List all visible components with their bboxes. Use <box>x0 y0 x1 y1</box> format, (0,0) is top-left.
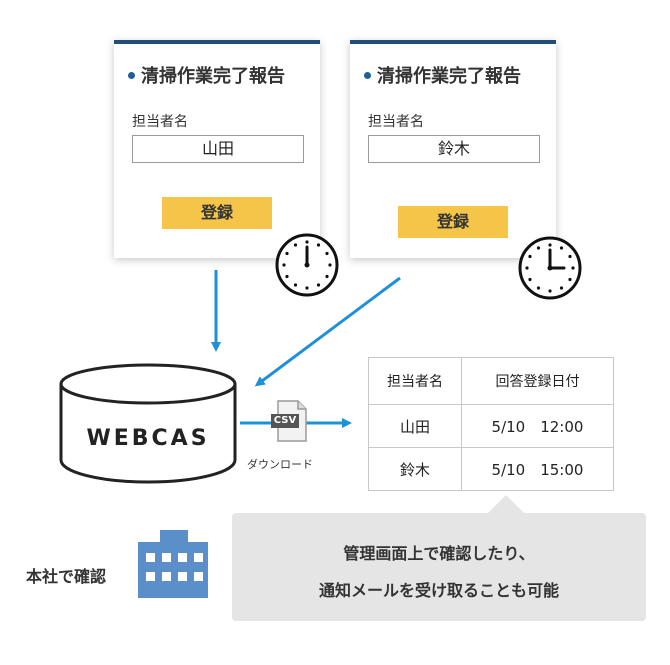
callout-line-1: 管理画面上で確認したり、 <box>343 544 535 563</box>
card-title: 清掃作業完了報告 <box>364 62 521 88</box>
table-header-row: 担当者名 回答登録日付 <box>368 357 614 405</box>
database-icon <box>59 363 237 484</box>
report-card-1: 清掃作業完了報告 担当者名 山田 登録 <box>114 40 320 258</box>
register-button[interactable]: 登録 <box>162 197 272 229</box>
callout-pointer <box>488 495 524 513</box>
field-label: 担当者名 <box>368 114 424 130</box>
arrow-card2-to-db <box>254 276 401 387</box>
download-label: ダウンロード <box>247 458 313 471</box>
table-cell-date: 5/10 12:00 <box>461 404 614 448</box>
table-cell-date: 5/10 15:00 <box>461 447 614 491</box>
clock-icon <box>275 233 339 297</box>
column-header: 担当者名 <box>368 357 462 405</box>
table-cell-name: 山田 <box>368 404 462 448</box>
name-field[interactable]: 鈴木 <box>368 135 540 163</box>
csv-file-icon: CSV <box>270 400 308 442</box>
report-card-2: 清掃作業完了報告 担当者名 鈴木 登録 <box>350 40 556 258</box>
card-title: 清掃作業完了報告 <box>128 62 285 88</box>
field-label: 担当者名 <box>132 114 188 130</box>
table-cell-name: 鈴木 <box>368 447 462 491</box>
register-button[interactable]: 登録 <box>398 206 508 238</box>
table-row: 鈴木 5/10 15:00 <box>368 447 614 491</box>
bullet-icon <box>128 71 135 79</box>
clock-icon <box>518 236 582 300</box>
database-label: WEBCAS <box>86 426 210 451</box>
result-table: 担当者名 回答登録日付 山田 5/10 12:00 鈴木 5/10 15:00 <box>368 357 614 491</box>
name-field[interactable]: 山田 <box>132 135 304 163</box>
table-row: 山田 5/10 12:00 <box>368 404 614 448</box>
csv-file-label: CSV <box>273 415 297 426</box>
column-header: 回答登録日付 <box>461 357 614 405</box>
building-icon <box>138 530 208 598</box>
hq-label: 本社で確認 <box>26 567 107 586</box>
callout-box <box>232 513 646 621</box>
bullet-icon <box>364 71 371 79</box>
callout-line-2: 通知メールを受け取ることも可能 <box>318 581 559 600</box>
